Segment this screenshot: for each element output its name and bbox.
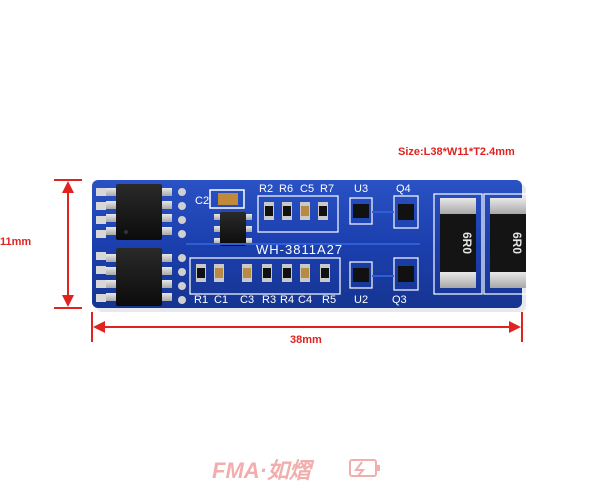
q3-transistor [393, 257, 419, 291]
size-label: Size:L38*W11*T2.4mm [398, 146, 515, 158]
c2-outline [209, 189, 245, 209]
silk-r7: R7 [320, 183, 334, 195]
length-dimension [91, 312, 523, 342]
via-pads [178, 188, 186, 304]
mosfet-chip-bottom [106, 248, 172, 306]
bottom-passives [189, 257, 341, 295]
silk-r3: R3 [262, 294, 276, 306]
sense-resistor-right [483, 193, 533, 295]
c2-capacitor [218, 193, 238, 205]
silk-u2: U2 [354, 294, 368, 306]
board-name: WH-3811A27 [256, 242, 343, 257]
silk-r4: R4 [280, 294, 294, 306]
resistor-marking-right: 6R0 [510, 232, 524, 254]
silk-u3: U3 [354, 183, 368, 195]
silk-r6: R6 [279, 183, 293, 195]
silk-q3: Q3 [392, 294, 407, 306]
silk-r1: R1 [194, 294, 208, 306]
silk-c1: C1 [214, 294, 228, 306]
traces [186, 211, 420, 277]
silk-c4: C4 [298, 294, 312, 306]
width-dimension [54, 179, 82, 309]
silk-q4: Q4 [396, 183, 411, 195]
silk-c3: C3 [240, 294, 254, 306]
width-label: 11mm [0, 236, 32, 248]
mosfet-chip-top [106, 184, 172, 240]
watermark-logo: FMA·如熠 [212, 458, 380, 483]
edge-pads [96, 188, 106, 302]
silk-c2: C2 [195, 195, 209, 207]
top-passives [257, 195, 339, 233]
svg-text:FMA·如熠: FMA·如熠 [212, 458, 315, 483]
resistor-marking-left: 6R0 [460, 232, 474, 254]
length-label: 38mm [290, 334, 322, 346]
sense-resistor-left [433, 193, 483, 295]
control-ic [214, 212, 252, 246]
silk-r2: R2 [259, 183, 273, 195]
silk-c5: C5 [300, 183, 314, 195]
silk-r5: R5 [322, 294, 336, 306]
